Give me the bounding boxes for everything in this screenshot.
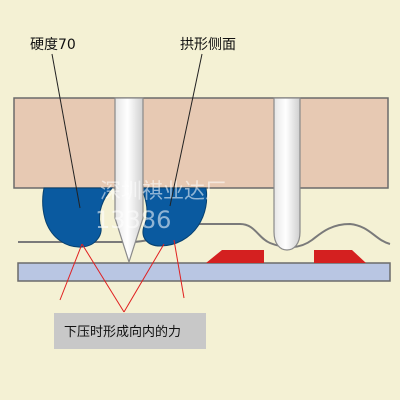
force-line-4	[173, 239, 185, 299]
right-pin	[273, 97, 301, 251]
leader-arch	[169, 53, 203, 207]
left-pin	[114, 97, 144, 264]
force-line-2	[81, 243, 125, 313]
label-hardness: 硬度70	[30, 37, 76, 53]
base-strip	[17, 262, 391, 282]
leader-hardness	[51, 53, 81, 209]
watermark-line1: 深圳祺业达厂	[100, 179, 226, 203]
seal-left-lobe	[42, 187, 114, 248]
force-label-box	[54, 313, 206, 349]
label-force: 下压时形成向内的力	[64, 324, 181, 340]
force-line-1	[59, 243, 83, 301]
top-plate	[13, 97, 389, 189]
seal-right-lobe	[141, 187, 208, 247]
red-marker-right	[314, 250, 366, 263]
red-marker-left	[206, 250, 264, 263]
watermark-line2: 13386	[95, 206, 171, 234]
force-line-3	[123, 243, 165, 313]
label-arch-side: 拱形侧面	[180, 37, 236, 53]
